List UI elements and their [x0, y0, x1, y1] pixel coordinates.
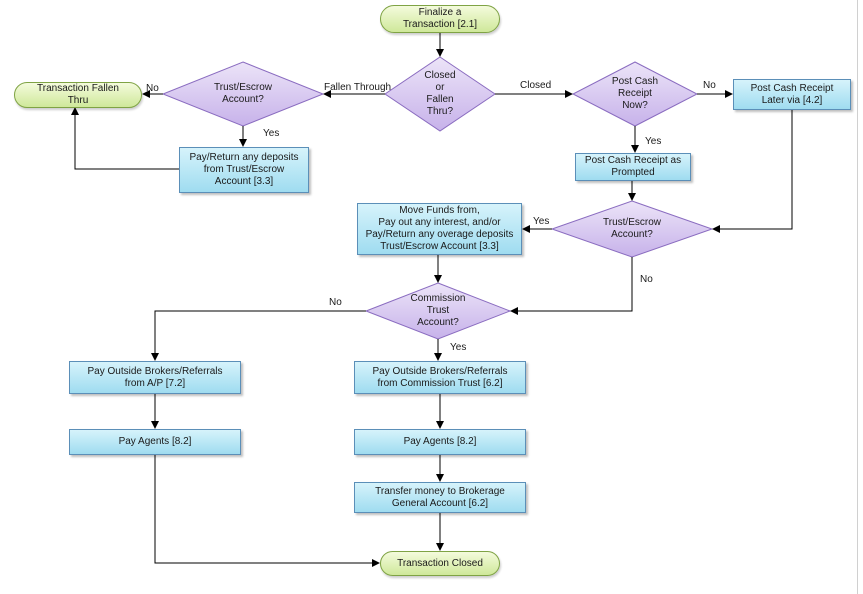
decision-trust-escrow-1: Trust/Escrow Account? — [214, 82, 272, 105]
decision-closed-or-fallen-shape — [384, 56, 496, 132]
label-no-commission: No — [329, 297, 342, 308]
frame-edge — [857, 0, 858, 594]
decision-closed-or-fallen: Closed or Fallen Thru? — [424, 70, 456, 117]
label-no-post-cash: No — [703, 80, 716, 91]
decision-post-cash-now: Post Cash Receipt Now? — [611, 76, 659, 111]
process-pay-return-deposits: Pay/Return any deposits from Trust/Escro… — [179, 147, 309, 193]
connector-left-agents-to-closed — [154, 455, 380, 567]
connector-later-to-trust2 — [712, 110, 793, 233]
decision-trust-escrow-2: Trust/Escrow Account? — [603, 217, 661, 240]
process-pay-outside-ap: Pay Outside Brokers/Referrals from A/P [… — [69, 361, 241, 394]
start-finalize-transaction: Finalize a Transaction [2.1] — [380, 5, 500, 33]
connector-trust2-no — [510, 257, 633, 315]
label-fallen-through: Fallen Through — [324, 82, 392, 93]
label-yes-commission: Yes — [450, 342, 467, 353]
process-pay-agents-right: Pay Agents [8.2] — [354, 429, 526, 455]
label-no-fallen: No — [146, 83, 159, 94]
label-yes-trust-escrow-2: Yes — [533, 216, 550, 227]
end-transaction-closed: Transaction Closed — [380, 551, 500, 576]
process-pay-agents-left: Pay Agents [8.2] — [69, 429, 241, 455]
process-post-cash-prompted: Post Cash Receipt as Prompted — [575, 153, 691, 181]
connector-deposits-to-fallen — [71, 107, 179, 170]
process-pay-outside-commission-trust: Pay Outside Brokers/Referrals from Commi… — [354, 361, 526, 394]
label-yes-post-cash: Yes — [645, 136, 662, 147]
process-move-funds: Move Funds from, Pay out any interest, a… — [357, 203, 522, 255]
label-no-trust-escrow-2: No — [640, 274, 653, 285]
end-transaction-fallen-thru: Transaction Fallen Thru — [14, 82, 142, 108]
connector-commission-no — [151, 310, 366, 361]
decision-commission-trust: Commission Trust Account? — [410, 293, 466, 328]
process-transfer-money: Transfer money to Brokerage General Acco… — [354, 482, 526, 513]
label-yes-trust-escrow-1: Yes — [263, 128, 280, 139]
label-closed: Closed — [520, 80, 552, 91]
process-post-cash-later: Post Cash Receipt Later via [4.2] — [733, 79, 851, 110]
